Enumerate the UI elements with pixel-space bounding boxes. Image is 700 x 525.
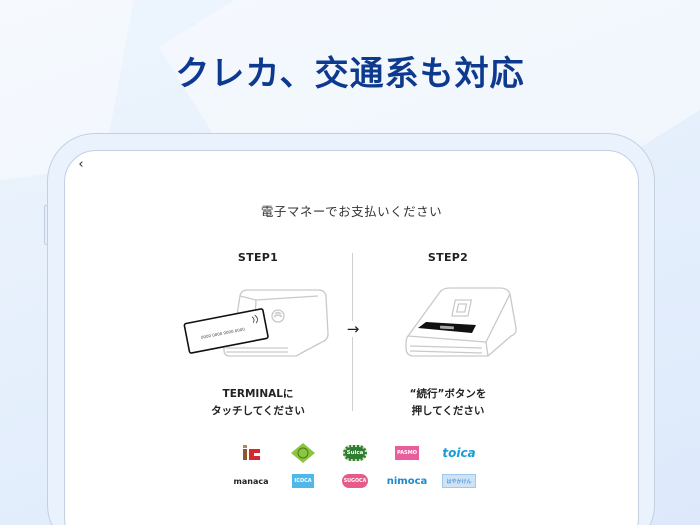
step-1: STEP1 0000 0000 0000 0000 bbox=[158, 251, 358, 420]
logo-hayakaken: はやかけん bbox=[433, 471, 485, 491]
step-2-instruction: “続行”ボタンを 押してください bbox=[409, 388, 487, 417]
step-2-label: STEP2 bbox=[427, 251, 469, 264]
logo-suica: Suica bbox=[329, 443, 381, 463]
chevron-left-icon: ‹ bbox=[78, 157, 84, 172]
terminal-continue-button-icon bbox=[405, 287, 517, 357]
logo-sugoca: SUGOCA bbox=[329, 471, 381, 491]
kitaca-logo-icon bbox=[291, 443, 315, 463]
step-1-label: STEP1 bbox=[237, 251, 279, 264]
logo-kitaca bbox=[277, 443, 329, 463]
logo-icoca: ICOCA bbox=[277, 471, 329, 491]
arrow-right-icon: → bbox=[343, 321, 363, 337]
ic-logo-icon bbox=[243, 445, 260, 460]
logo-ic bbox=[225, 443, 277, 463]
logo-nimoca: nimoca bbox=[386, 475, 428, 487]
step-1-instruction: TERMINALに タッチしてください bbox=[211, 388, 305, 417]
tablet-screen: ‹ 電子マネーでお支払いください → STEP1 bbox=[64, 150, 639, 525]
step-2: STEP2 “続行”ボタンを 押してください bbox=[348, 251, 548, 420]
tap-card-illustration: 0000 0000 0000 0000 bbox=[178, 278, 338, 362]
logo-pasmo: PASMO bbox=[381, 443, 433, 463]
logo-toica: toica bbox=[442, 446, 476, 460]
back-button[interactable]: ‹ bbox=[73, 157, 89, 173]
terminal-with-card-icon: 0000 0000 0000 0000 bbox=[183, 289, 329, 357]
supported-cards-logos: Suica PASMO toica manaca ICOCA SUGOCA ni… bbox=[225, 443, 485, 493]
headline: クレカ、交通系も対応 bbox=[175, 54, 525, 94]
device-side-button bbox=[44, 205, 48, 245]
screen-title: 電子マネーでお支払いください bbox=[260, 204, 443, 219]
logo-manaca: manaca bbox=[233, 476, 269, 486]
press-continue-illustration bbox=[368, 278, 528, 362]
